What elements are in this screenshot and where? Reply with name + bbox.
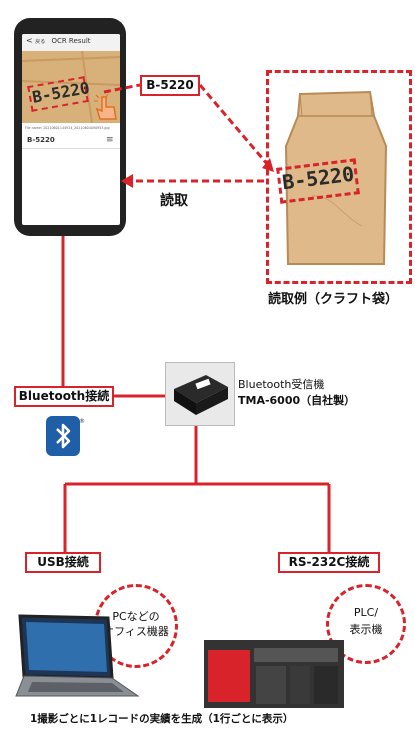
- registered-mark-icon: ®: [79, 418, 85, 425]
- back-button[interactable]: < 戻る: [26, 36, 45, 45]
- plc-label-line2: 表示機: [349, 623, 383, 636]
- plc-device: [204, 640, 344, 708]
- bluetooth-connection-label: Bluetooth接続: [14, 386, 114, 407]
- phone-screen: < 戻る OCR Result B-5220 File name: 202106…: [22, 34, 120, 225]
- plc-top-panel: [254, 648, 338, 662]
- bag-example-frame: [266, 70, 412, 284]
- pc-label-line2: オフィス機器: [103, 625, 169, 638]
- back-label: 戻る: [35, 39, 46, 45]
- ocr-result-label: B-5220: [140, 75, 200, 96]
- plc-module-a: [256, 666, 286, 704]
- laptop-icon: [15, 614, 140, 697]
- bluetooth-icon: [46, 416, 80, 456]
- bottom-note: 1撮影ごとに1レコードの実績を生成（1行ごとに表示）: [30, 713, 294, 725]
- result-row[interactable]: B-5220 ≡: [22, 134, 120, 149]
- bluetooth-rune-icon: [56, 423, 71, 449]
- result-value: B-5220: [27, 136, 55, 144]
- kraft-bag-icon: [284, 90, 388, 265]
- receiver-device-icon: [174, 375, 228, 415]
- plc-module-b: [290, 666, 310, 704]
- tap-hand-icon: [94, 93, 117, 120]
- file-name: File name: 20210601144924_20210604090953…: [25, 126, 110, 130]
- hamburger-icon[interactable]: ≡: [106, 135, 114, 145]
- receiver-photo: [165, 362, 235, 426]
- bag-caption: 読取例（クラフト袋）: [268, 292, 399, 307]
- captured-photo: [22, 51, 120, 123]
- rs232c-connection-label: RS-232C接続: [278, 552, 380, 573]
- plc-label-line1: PLC/: [353, 606, 379, 619]
- usb-connection-label: USB接続: [25, 552, 101, 573]
- plc-red-module: [208, 650, 250, 702]
- receiver-name: Bluetooth受信機: [238, 378, 325, 391]
- photo-background: [22, 51, 120, 123]
- plc-circle: [326, 584, 406, 664]
- app-title: OCR Result: [51, 37, 91, 45]
- pc-label-line1: PCなどの: [112, 610, 160, 623]
- back-arrow-icon: <: [26, 36, 36, 45]
- read-label: 読取: [160, 193, 188, 209]
- receiver-model: TMA-6000（自社製）: [238, 394, 356, 407]
- plc-module-c: [314, 666, 338, 704]
- app-header: < 戻る OCR Result: [22, 34, 120, 52]
